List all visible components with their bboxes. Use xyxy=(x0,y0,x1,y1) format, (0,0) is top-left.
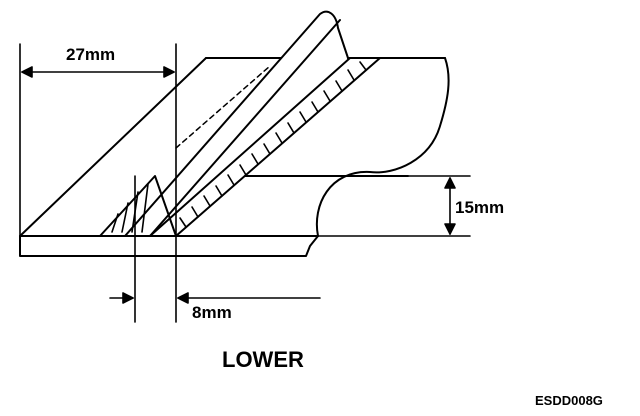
upright-plate xyxy=(124,10,349,237)
dimension-27mm-label: 27mm xyxy=(66,45,115,64)
figure-code: ESDD008G xyxy=(535,393,603,408)
dimension-8mm-label: 8mm xyxy=(192,303,232,322)
caption-lower: LOWER xyxy=(222,347,304,372)
seam-line xyxy=(175,65,271,149)
dimension-15mm xyxy=(317,175,471,237)
dimension-15mm-label: 15mm xyxy=(455,198,504,217)
weld-hatch xyxy=(111,61,367,233)
base-plate xyxy=(19,235,319,257)
dimension-8mm xyxy=(109,175,321,323)
dimension-27mm xyxy=(19,43,177,323)
